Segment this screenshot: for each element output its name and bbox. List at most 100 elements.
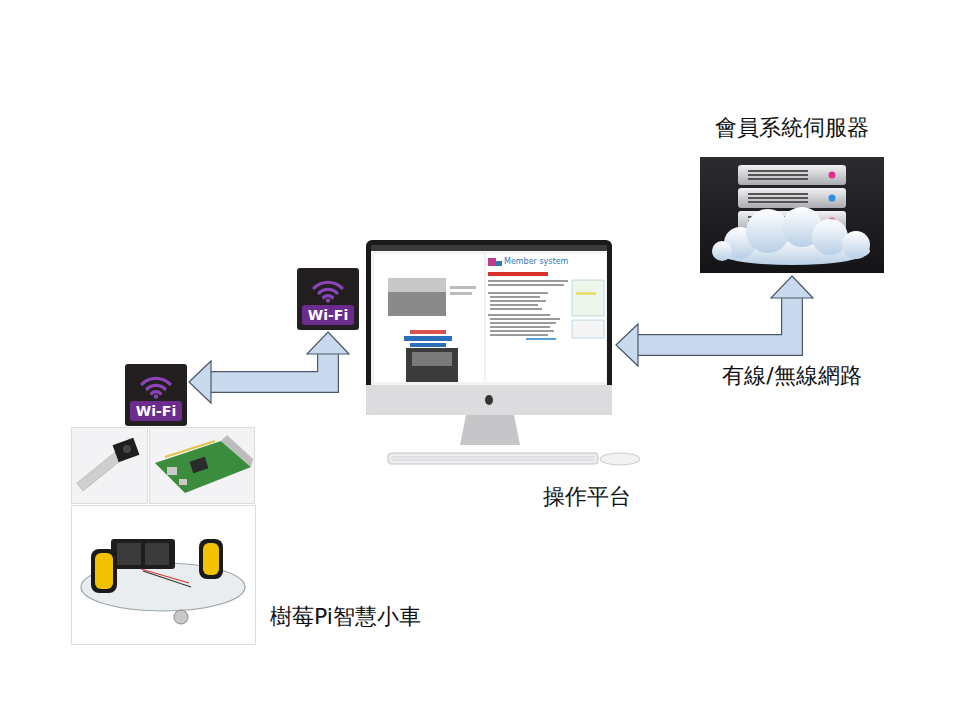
server-units-part-part (748, 201, 808, 203)
pi-board (155, 435, 253, 493)
left-pane-part (404, 336, 452, 341)
cloud-part (712, 241, 732, 261)
car-chassis-part (95, 553, 113, 589)
car-chassis-part (145, 543, 169, 565)
right-pane-part-part (490, 296, 540, 298)
arrow-head (307, 332, 349, 354)
server-illustration (700, 157, 884, 273)
right-pane-part-part (490, 330, 554, 332)
operating-computer-illustration (366, 240, 614, 446)
pi-board-part (165, 441, 215, 457)
left-pane-part (412, 352, 452, 366)
operating-computer-illustration-part (600, 453, 640, 465)
edge-label: 有線/無線網路 (720, 362, 863, 390)
server-units-part-part (748, 170, 808, 172)
operating-computer-illustration-part (366, 240, 612, 415)
right-pane-part-part (490, 308, 542, 310)
car-chassis-part (143, 571, 191, 587)
left-pane-part (374, 254, 484, 382)
node-label: 操作平台 (543, 483, 631, 511)
car-chassis-part (91, 549, 117, 593)
server-units-part (829, 172, 836, 179)
camera-cable (77, 438, 139, 491)
wifi-icon-illustration-part (297, 268, 359, 330)
right-pane-part (572, 280, 604, 316)
left-pane-part (450, 292, 472, 295)
operating-computer-illustration-part (485, 395, 493, 405)
server-units-part-part (748, 197, 808, 199)
right-pane-part (486, 254, 606, 382)
operating-computer-illustration-part-part (392, 457, 594, 458)
arrow-shaft (630, 290, 792, 345)
right-pane-part-part (490, 304, 538, 306)
operating-computer-illustration-part-part (392, 460, 594, 461)
smart-car-illustration-part (150, 428, 255, 504)
arrow-head (771, 276, 813, 298)
operating-computer-illustration-part (366, 385, 612, 415)
wifi-icon-illustration-part (142, 378, 170, 393)
wifi-icon-illustration-part (314, 282, 342, 297)
wifi-icon-illustration-part (154, 394, 158, 398)
server-units-part-part (748, 193, 808, 195)
car-chassis-part (199, 539, 223, 579)
server-units-part-part (748, 178, 808, 180)
car-chassis (81, 539, 245, 624)
left-pane-part (450, 286, 476, 289)
smart-car: 樹莓Pi智慧小車 (71, 427, 256, 645)
camera-cable-part (123, 445, 131, 453)
pi-board-part (190, 457, 209, 473)
left-pane-part (388, 278, 446, 292)
left-pane (374, 254, 484, 382)
right-pane-part-part (490, 322, 556, 324)
right-pane-part (488, 280, 568, 336)
car-chassis-part (141, 569, 189, 583)
right-pane-part (488, 258, 496, 266)
right-pane-part (488, 272, 548, 276)
wifi-icon-illustration-part (302, 305, 354, 325)
screen-text: Member system (504, 257, 568, 267)
right-pane-part-part (490, 300, 546, 302)
right-pane-part-part (490, 334, 548, 336)
wifi-icon-illustration-part-part (147, 385, 165, 389)
right-pane (486, 254, 606, 382)
operating-computer-illustration-part (366, 385, 612, 415)
server: 會員系統伺服器 (700, 112, 884, 274)
arrow-head (189, 361, 211, 403)
cloud (712, 207, 870, 265)
right-pane-part (576, 292, 596, 295)
wifi-icon-illustration-part-part (319, 289, 337, 293)
node-label: Wi-Fi (302, 305, 354, 325)
operating-computer-illustration-part (392, 457, 594, 460)
cloud-part (812, 219, 848, 255)
arrow-shaft (630, 290, 792, 345)
wifi-icon-illustration-part (130, 401, 182, 421)
node-label: 會員系統伺服器 (700, 114, 884, 142)
right-pane-part-part (488, 314, 550, 316)
wifi-icon: Wi-Fi (125, 364, 187, 426)
arrow-head (616, 324, 638, 366)
right-pane-part (496, 261, 502, 266)
right-pane-part (526, 338, 556, 340)
operating-computer-illustration-part (388, 453, 598, 464)
car-chassis-part (111, 539, 175, 569)
wifi-icon-illustration-part-part (324, 296, 333, 298)
wifi-icon-illustration-part (125, 364, 187, 426)
network-arrow (616, 276, 813, 366)
right-pane-part (572, 320, 604, 338)
car-chassis-part (203, 543, 219, 575)
right-pane-part-part (490, 318, 560, 320)
right-pane-part-part (490, 326, 550, 328)
pi-board-part (221, 435, 253, 467)
cloud-part (842, 231, 870, 259)
car-chassis-part (117, 543, 141, 565)
server-units-part (829, 195, 836, 202)
wifi-icon: Wi-Fi (297, 268, 359, 330)
smart-car-illustration-part (72, 506, 256, 645)
operating-computer-illustration-part (371, 245, 607, 251)
camera-cable-part (113, 438, 140, 462)
smart-car-illustration (71, 427, 256, 645)
car-chassis-part (174, 610, 188, 624)
left-pane-part (410, 343, 446, 347)
server-units-part (738, 188, 846, 208)
